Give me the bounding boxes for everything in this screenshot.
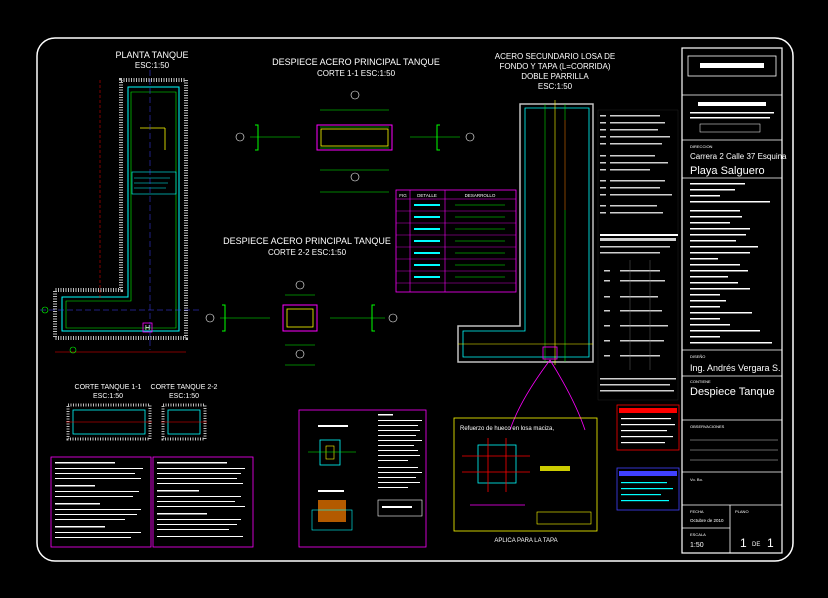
detail-box [298,409,427,548]
notes-column [597,109,679,401]
despiece-corte-1-view: DESPIECE ACERO PRINCIPAL TANQUE CORTE 1-… [235,57,475,193]
plano-label: PLANO [735,509,749,514]
despiece-corte-2-view: DESPIECE ACERO PRINCIPAL TANQUE CORTE 2-… [205,236,398,366]
acero-sec-title-4: ESC:1:50 [538,82,573,91]
refuerzo-hueco-detail: Refuerzo de hueco en losa maciza, APLICA… [453,417,598,544]
table-header-fig: FIG [399,193,407,198]
direccion-line-2: Playa Salguero [690,165,765,177]
sheet-border [36,37,794,562]
acero-sec-title-1: ACERO SECUNDARIO LOSA DE [495,52,615,61]
contiene-value: Despiece Tanque [690,386,775,398]
bar-schedule-table: FIG DETALLE DESARROLLO [395,189,517,293]
title-block: DIRECCION Carrera 2 Calle 37 Esquina Pla… [681,47,787,554]
direccion-label: DIRECCION [690,144,713,149]
direccion-line-1: Carrera 2 Calle 37 Esquina [690,152,787,161]
sheet-number: 1 [740,536,747,550]
sheet-total: 1 [767,536,774,550]
fecha-label: FECHA [690,509,704,514]
ingeniero-name: Ing. Andrés Vergara S. [690,363,781,373]
planta-tanque-scale: ESC:1:50 [135,61,170,70]
contiene-label: CONTIENE [690,379,711,384]
tank-wall-outline [53,78,188,340]
planta-tanque-title: PLANTA TANQUE [115,50,188,60]
corte-tanque-22-scale: ESC:1:50 [169,393,199,400]
observaciones-label: OBSERVACIONES [690,424,725,429]
vo-bo-label: Vo. Bo. [690,477,703,482]
acero-secundario-view: ACERO SECUNDARIO LOSA DE FONDO Y TAPA (L… [457,52,615,431]
corte-tanque-11-scale: ESC:1:50 [93,393,123,400]
general-notes [50,456,254,548]
corte-2-title: CORTE 2-2 ESC:1:50 [268,248,347,257]
corte-tanque-22-title: CORTE TANQUE 2-2 [151,384,218,391]
acero-sec-title-2: FONDO Y TAPA (L=CORRIDA) [499,62,610,71]
legend-boxes [616,404,680,511]
tank-rebar-outline [65,91,177,329]
sheet-de: DE [752,542,760,548]
acero-sec-title-3: DOBLE PARRILLA [521,72,589,81]
fecha-value: Octubre de 2010 [690,518,724,523]
despiece-1-title: DESPIECE ACERO PRINCIPAL TANQUE [272,57,440,67]
escala-value: 1:50 [690,542,704,549]
corte-tanque-views: CORTE TANQUE 1-1 ESC:1:50 CORTE TANQUE 2… [66,384,218,441]
hole-marker [142,322,153,333]
corte-2-section [282,304,318,332]
note-box [131,171,177,195]
corte-tanque-11-title: CORTE TANQUE 1-1 [75,384,142,391]
tank-inner-outline [61,86,180,332]
despiece-2-title: DESPIECE ACERO PRINCIPAL TANQUE [223,236,391,246]
planta-tanque-view: PLANTA TANQUE ESC:1:50 H [40,50,200,354]
table-header-detalle: DETALLE [417,193,437,198]
disenio-label: DISEÑO [690,354,705,359]
refuerzo-title: Refuerzo de hueco en losa maciza, [460,426,554,432]
table-header-desarrollo: DESARROLLO [465,193,496,198]
hole-marker-label: H [145,325,150,332]
corte-1-title: CORTE 1-1 ESC:1:50 [317,69,396,78]
corte-1-section [316,124,393,151]
escala-label: ESCALA [690,532,706,537]
aplica-tapa-label: APLICA PARA LA TAPA [494,538,557,544]
